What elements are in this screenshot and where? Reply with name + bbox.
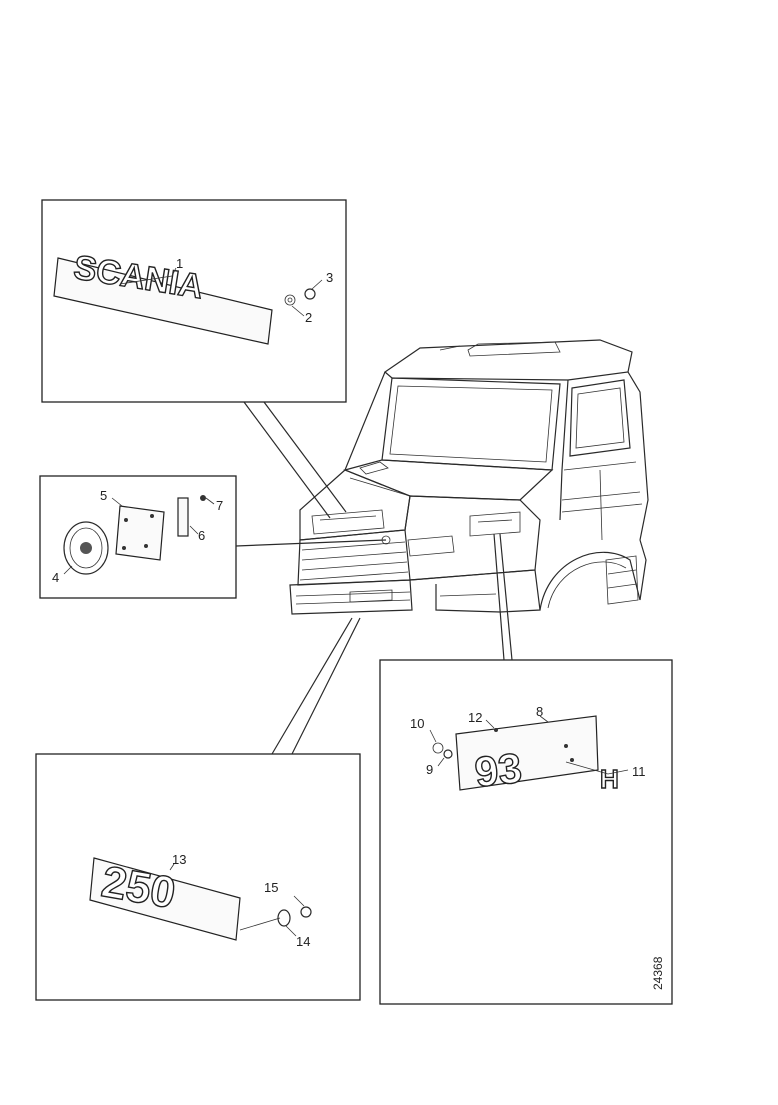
- model-emblem-text: 93: [473, 744, 524, 796]
- callout-15: 15: [264, 880, 278, 895]
- suffix-emblem-text: H: [600, 764, 619, 794]
- callout-11: 11: [632, 764, 646, 779]
- callout-10: 10: [410, 716, 424, 731]
- callout-8: 8: [536, 704, 543, 719]
- detail-box-round-emblem: 5 6 7 4: [39, 475, 237, 599]
- callout-9: 9: [426, 762, 433, 777]
- detail-box-93h-badge: 93 H 10 9 12 8 11 24368: [379, 659, 673, 1005]
- truck-cab-drawing: [289, 339, 649, 615]
- callout-12: 12: [468, 710, 482, 725]
- callout-7: 7: [216, 498, 223, 513]
- callout-13: 13: [172, 852, 186, 867]
- callout-14: 14: [296, 934, 310, 949]
- callout-3: 3: [326, 270, 333, 285]
- drawing-number: 24368: [651, 956, 665, 990]
- detail-box-250-badge: 250 13 14 15: [35, 753, 361, 1001]
- callout-1: 1: [176, 256, 183, 271]
- callout-5: 5: [100, 488, 107, 503]
- callout-2: 2: [305, 310, 312, 325]
- callout-4: 4: [52, 570, 59, 585]
- detail-box-scania-badge: SCANIA 1 2 3: [41, 199, 347, 403]
- callout-6: 6: [198, 528, 205, 543]
